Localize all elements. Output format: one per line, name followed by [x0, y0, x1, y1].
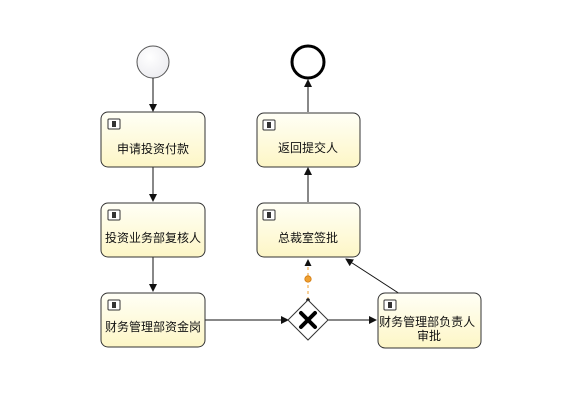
exclusive-gateway[interactable] — [287, 299, 329, 341]
task-finance-head[interactable]: 财务管理部负责人 审批 — [377, 292, 482, 349]
task-review-label: 投资业务部复核人 — [105, 230, 201, 245]
x-icon — [299, 311, 317, 329]
task-president[interactable]: 总裁室签批 — [256, 202, 361, 258]
task-review[interactable]: 投资业务部复核人 — [100, 202, 206, 258]
task-apply[interactable]: 申请投资付款 — [100, 111, 206, 168]
task-apply-label: 申请投资付款 — [117, 141, 189, 156]
user-task-icon — [107, 209, 121, 221]
task-president-label: 总裁室签批 — [278, 230, 338, 245]
flow-finance-head-to-president[interactable] — [345, 258, 401, 295]
user-task-icon — [107, 299, 121, 311]
user-task-icon — [107, 118, 121, 130]
user-task-icon — [383, 299, 397, 311]
user-task-icon — [262, 119, 276, 131]
task-fund[interactable]: 财务管理部资金岗 — [100, 292, 206, 348]
task-fund-label: 财务管理部资金岗 — [105, 319, 201, 334]
task-return-label: 返回提交人 — [278, 140, 338, 155]
task-return[interactable]: 返回提交人 — [256, 112, 361, 168]
user-task-icon — [262, 209, 276, 221]
start-event[interactable] — [136, 45, 170, 79]
conditional-flow-gateway-to-president[interactable] — [304, 259, 312, 302]
end-event[interactable] — [290, 44, 326, 80]
task-finance-head-label: 财务管理部负责人 审批 — [379, 314, 479, 343]
